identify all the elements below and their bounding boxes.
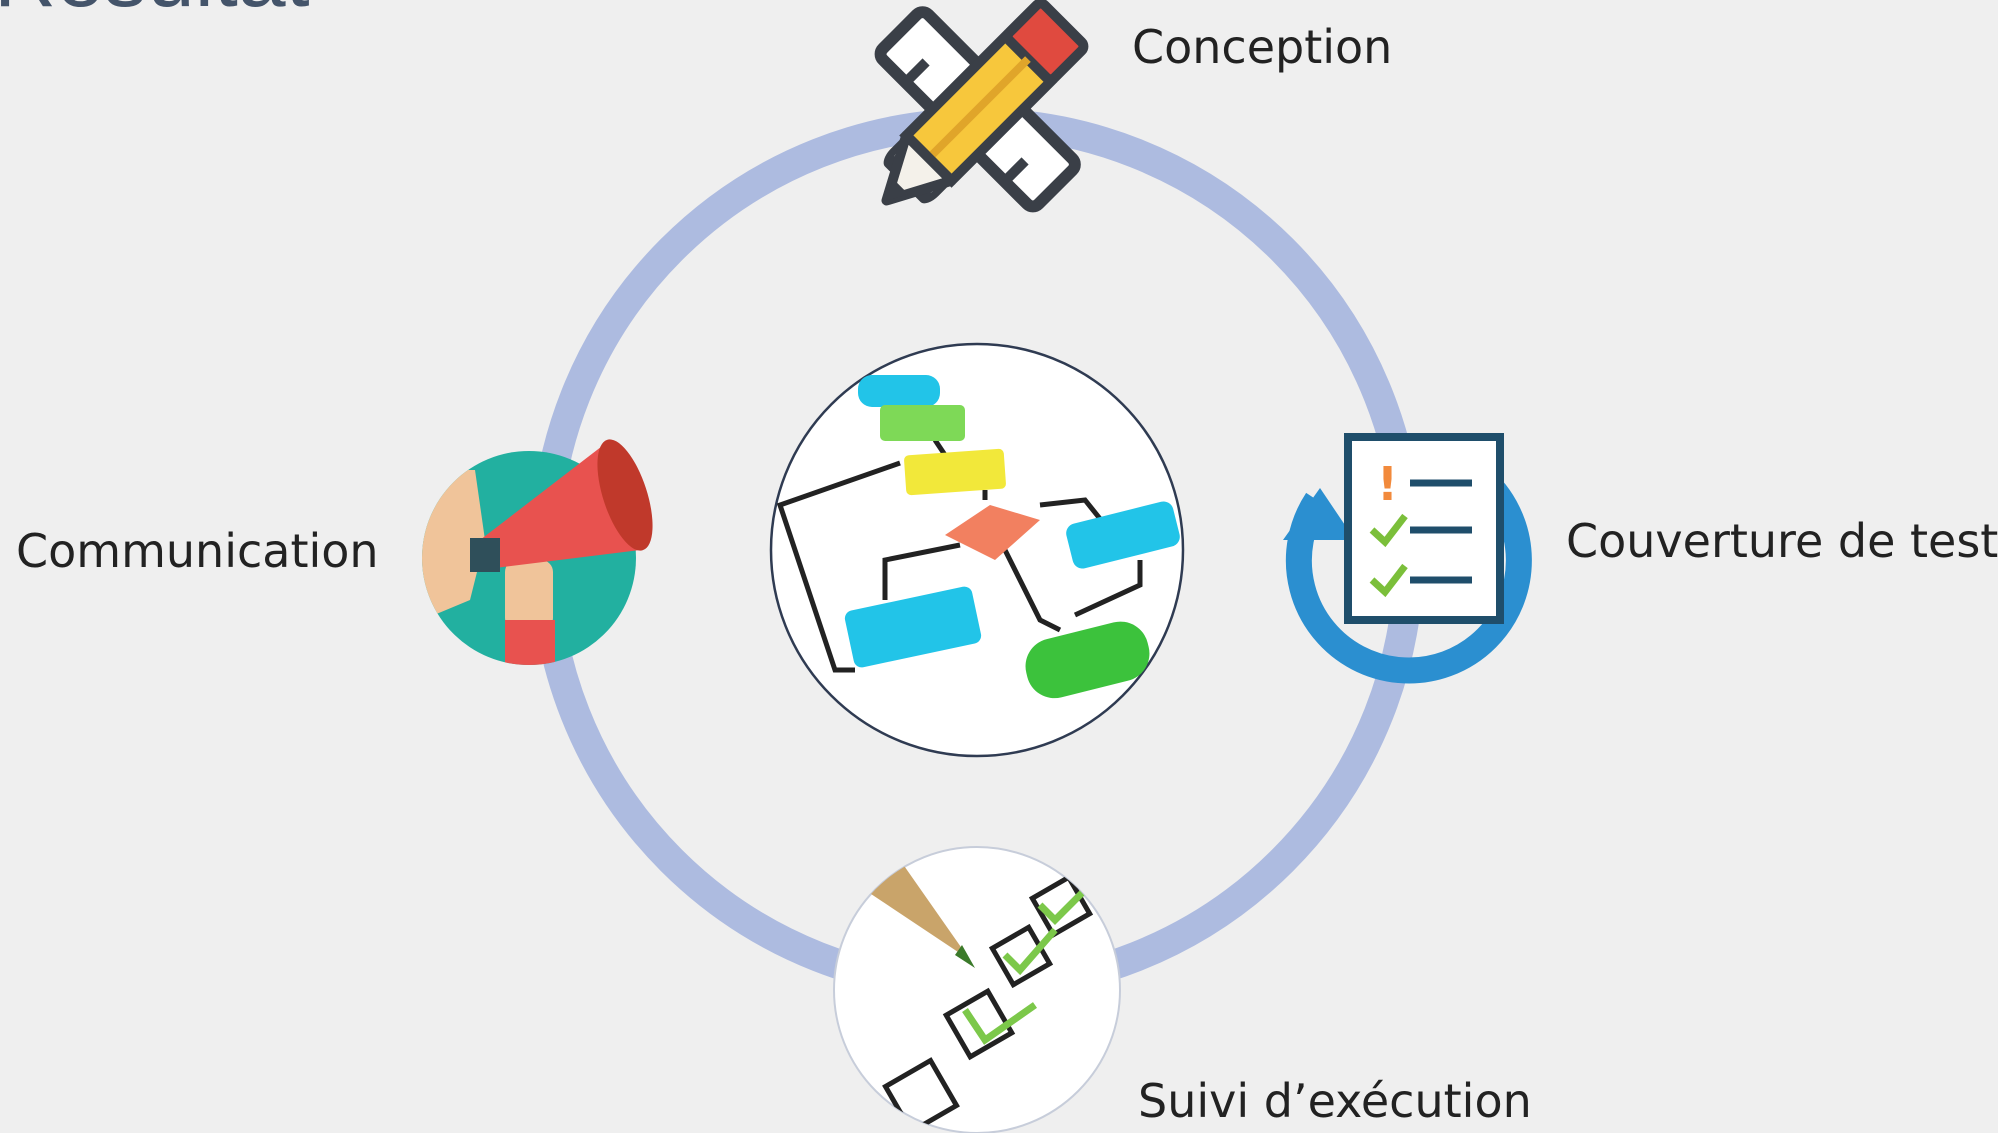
step-label-suivi-execution: Suivi d’exécution	[1138, 1074, 1532, 1128]
step-label-couverture-de-test: Couverture de test	[1566, 514, 1998, 568]
pencil-checkbox-icon	[833, 846, 1121, 1133]
svg-text:!: !	[1377, 457, 1398, 511]
flowchart-icon	[769, 342, 1185, 758]
step-label-conception: Conception	[1132, 20, 1393, 74]
checklist-refresh-icon: !	[1283, 433, 1532, 684]
ruler-pencil-icon	[874, 0, 1089, 213]
megaphone-icon	[422, 439, 653, 665]
slide-title: Résultat	[0, 0, 310, 20]
step-label-communication: Communication	[16, 524, 379, 578]
